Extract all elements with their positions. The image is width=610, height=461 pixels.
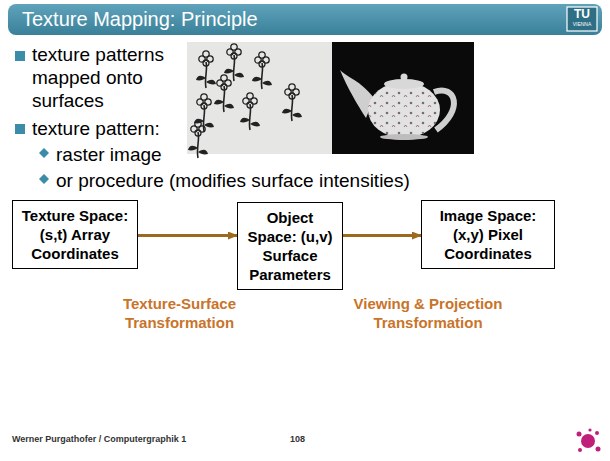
- splash-icon: [577, 428, 601, 452]
- process-box: Texture Space: (s,t) Array Coordinates: [12, 200, 138, 269]
- logo-box: [567, 7, 597, 31]
- footer-author: Werner Purgathofer / Computergraphik 1: [12, 434, 186, 445]
- teapot-image: [332, 42, 474, 154]
- logo-text: VIENNA: [567, 21, 597, 27]
- sub-bullet: [39, 174, 49, 184]
- sub-bullet-text: or procedure (modifies surface intensiti…: [56, 169, 410, 192]
- bullet: [15, 51, 25, 61]
- title-bar: [8, 4, 602, 35]
- box-text: Object Space: (u,v) Surface Parameters: [244, 208, 336, 284]
- arrow-connector: [343, 234, 421, 237]
- sub-bullet-text: raster image: [56, 143, 162, 166]
- transformation-label: Viewing & Projection Transformation: [313, 294, 543, 332]
- bullet: [15, 124, 25, 134]
- arrow-connector: [138, 234, 237, 237]
- process-box: Object Space: (u,v) Surface Parameters: [237, 202, 343, 290]
- bullet-text: texture patterns mapped onto surfaces: [32, 43, 184, 112]
- box-text: Texture Space: (s,t) Array Coordinates: [19, 206, 131, 263]
- transformation-label: Texture-Surface Transformation: [95, 294, 265, 332]
- texture-image: [187, 42, 332, 158]
- bullet-text: texture pattern:: [32, 117, 160, 140]
- page-number: 108: [290, 434, 305, 445]
- box-text: Image Space: (x,y) Pixel Coordinates: [428, 206, 548, 263]
- logo-text: TU: [567, 8, 597, 21]
- slide-title: Texture Mapping: Principle: [22, 7, 258, 31]
- sub-bullet: [39, 148, 49, 158]
- process-box: Image Space: (x,y) Pixel Coordinates: [421, 200, 555, 269]
